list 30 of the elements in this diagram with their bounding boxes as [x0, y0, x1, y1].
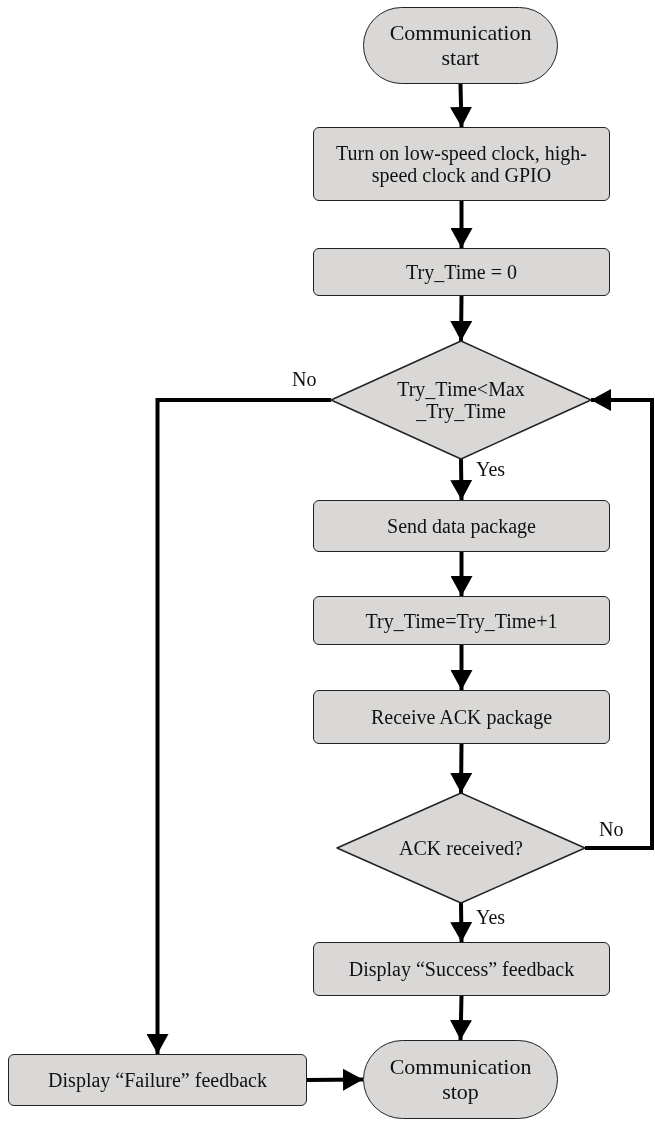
node-text: Try_Time=Try_Time+1 — [365, 609, 558, 632]
process-box — [313, 596, 610, 645]
arrow — [450, 902, 473, 943]
arrow — [450, 201, 473, 248]
process-box — [313, 127, 610, 201]
node-text: Display “Success” feedback — [348, 958, 575, 980]
node-text: Send data package — [387, 515, 536, 537]
node-text: ACK received? — [399, 837, 523, 859]
arrow — [450, 552, 473, 596]
arrow — [306, 1068, 364, 1091]
process-box — [313, 690, 610, 744]
node-text: Display “Failure” feedback — [48, 1069, 267, 1091]
arrow — [450, 83, 473, 128]
process-box — [313, 500, 610, 552]
process-box — [8, 1054, 307, 1106]
node-text: Try_Time<Max _Try_Time — [396, 378, 526, 422]
node-text: Communication start — [389, 21, 532, 70]
node-text: Receive ACK package — [370, 706, 552, 728]
node-text: Try_Time = 0 — [406, 261, 517, 283]
process-box — [313, 248, 610, 296]
arrow — [450, 295, 473, 342]
arrow — [450, 743, 473, 794]
arrow — [146, 398, 331, 1054]
node-text: Turn on low-speed clock, high-speed clock and GPIO — [336, 142, 587, 186]
arrow — [585, 389, 654, 850]
arrow — [450, 645, 473, 690]
node-text: Communication stop — [389, 1055, 532, 1104]
process-box — [313, 942, 610, 996]
arrow — [450, 458, 473, 501]
arrow — [449, 995, 472, 1041]
